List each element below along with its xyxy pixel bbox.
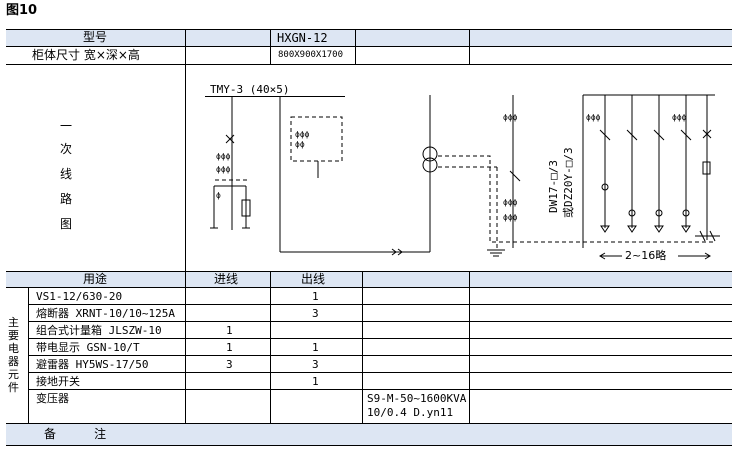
component-out-qty: 3 bbox=[312, 358, 319, 371]
transformer-spec-line1: S9-M-50~1600KVA bbox=[367, 392, 467, 405]
components-label-char: 电 bbox=[8, 342, 19, 355]
diagram-row-label-char: 一 bbox=[60, 119, 73, 133]
components-label-char: 元 bbox=[8, 368, 19, 381]
component-in-qty: 1 bbox=[226, 324, 233, 337]
component-name: 熔断器 XRNT-10/10~125A bbox=[36, 307, 175, 320]
svg-text:ϕϕϕ: ϕϕϕ bbox=[216, 165, 231, 174]
component-name: 组合式计量箱 JLSZW-10 bbox=[36, 324, 162, 337]
component-out-qty: 1 bbox=[312, 341, 319, 354]
branch-count-note: 2~16略 bbox=[625, 249, 667, 262]
size-label: 柜体尺寸 宽×深×高 bbox=[32, 48, 140, 62]
breaker-alt-label: 或DZ20Y-□/3 bbox=[562, 147, 575, 218]
header-row-model bbox=[6, 29, 732, 46]
component-in-qty: 1 bbox=[226, 341, 233, 354]
breaker-label: DW17-□/3 bbox=[547, 160, 560, 213]
usage-label: 用途 bbox=[83, 272, 108, 286]
transformer-spec-line2: 10/0.4 D.yn11 bbox=[367, 406, 454, 419]
component-in-qty: 3 bbox=[226, 358, 233, 371]
component-name: 避雷器 HY5WS-17/50 bbox=[36, 358, 149, 371]
header-row-usage bbox=[6, 272, 732, 287]
component-out-qty: 3 bbox=[312, 307, 319, 320]
model-label: 型号 bbox=[83, 30, 108, 44]
diagram-row-label-char: 图 bbox=[60, 217, 73, 231]
figure-label: 图10 bbox=[6, 3, 38, 18]
component-name: VS1-12/630-20 bbox=[36, 290, 123, 303]
svg-text:ϕϕϕ: ϕϕϕ bbox=[503, 213, 518, 222]
component-name: 变压器 bbox=[36, 392, 69, 405]
model-value: HXGN-12 bbox=[277, 31, 328, 45]
col-outgoing: 出线 bbox=[301, 272, 326, 286]
svg-text:ϕϕϕ: ϕϕϕ bbox=[672, 113, 687, 122]
col-incoming: 进线 bbox=[214, 272, 239, 286]
busbar-label: TMY-3 (40×5) bbox=[210, 83, 290, 96]
diagram-row-label-char: 次 bbox=[60, 142, 73, 156]
svg-text:ϕϕ: ϕϕ bbox=[295, 140, 305, 149]
components-label-char: 器 bbox=[8, 355, 19, 368]
components-label-char: 要 bbox=[8, 329, 19, 342]
component-name: 带电显示 GSN-10/T bbox=[36, 341, 140, 354]
svg-text:ϕϕϕ: ϕϕϕ bbox=[586, 113, 601, 122]
svg-text:ϕϕϕ: ϕϕϕ bbox=[503, 113, 518, 122]
svg-text:ϕϕϕ: ϕϕϕ bbox=[216, 152, 231, 161]
component-out-qty: 1 bbox=[312, 375, 319, 388]
svg-text:ϕ: ϕ bbox=[216, 191, 221, 200]
remarks-row bbox=[6, 424, 732, 446]
remarks-label: 备 注 bbox=[44, 427, 107, 441]
diagram-row-label-char: 路 bbox=[60, 192, 73, 206]
svg-text:ϕϕϕ: ϕϕϕ bbox=[295, 130, 310, 139]
size-value: 800X900X1700 bbox=[278, 50, 344, 60]
components-label-char: 主 bbox=[8, 316, 19, 329]
component-out-qty: 1 bbox=[312, 290, 319, 303]
components-label-char: 件 bbox=[8, 381, 19, 394]
component-name: 接地开关 bbox=[36, 375, 80, 388]
svg-text:ϕϕϕ: ϕϕϕ bbox=[503, 198, 518, 207]
diagram-row-label-char: 线 bbox=[60, 167, 73, 181]
